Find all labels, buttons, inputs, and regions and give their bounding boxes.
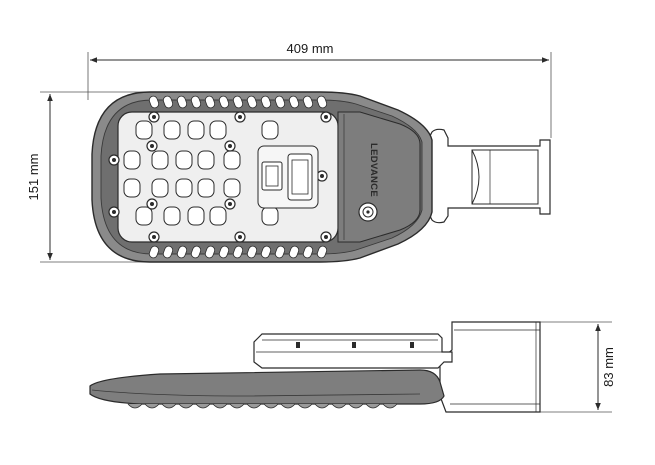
lens-bump: [348, 403, 364, 409]
lens-bump: [297, 403, 313, 409]
led-lens: [209, 120, 227, 140]
side-driver-housing: [253, 333, 453, 369]
screw-head: [152, 115, 156, 119]
fin-slot: [274, 95, 286, 109]
length-dimension-label: 409 mm: [287, 41, 334, 56]
top-view: 409 mm 151 mm LEDVANCE: [26, 41, 552, 263]
led-lens: [163, 120, 181, 140]
lens-bump: [314, 403, 330, 409]
fin-slot: [232, 95, 244, 109]
lens-bump: [144, 403, 160, 409]
lens-bump: [178, 403, 194, 409]
screw-head: [112, 210, 116, 214]
screw-head: [150, 202, 154, 206]
fin-slot: [246, 245, 258, 259]
fin-slot: [218, 245, 230, 259]
lens-bump: [331, 403, 347, 409]
rear-cover: [337, 111, 421, 243]
lens-bump: [382, 403, 398, 409]
fin-slot: [162, 95, 174, 109]
lens-bump: [127, 403, 143, 409]
led-lens: [187, 206, 205, 226]
led-lens: [223, 178, 241, 198]
screw-head: [320, 174, 324, 178]
fin-slot: [246, 95, 258, 109]
screw-head: [152, 235, 156, 239]
width-dimension-label: 151 mm: [26, 154, 41, 201]
led-lens: [197, 178, 215, 198]
led-lens: [261, 206, 279, 226]
lens-bump: [246, 403, 262, 409]
led-lens: [223, 150, 241, 170]
screw-head: [324, 115, 328, 119]
lens-bump: [365, 403, 381, 409]
fin-slot: [274, 245, 286, 259]
ledvance-logo-icon: [358, 202, 378, 222]
screw-head: [324, 235, 328, 239]
fin-slot: [218, 95, 230, 109]
lens-bump: [280, 403, 296, 409]
lens-bump: [161, 403, 177, 409]
screw-head: [228, 202, 232, 206]
fin-slot: [302, 95, 314, 109]
led-lens: [123, 178, 141, 198]
led-lens: [175, 150, 193, 170]
fin-slot: [204, 95, 216, 109]
led-lens: [151, 150, 169, 170]
fin-slot: [232, 245, 244, 259]
fin-slot: [316, 245, 328, 259]
fin-slot: [176, 95, 188, 109]
fin-slot: [148, 95, 160, 109]
fin-slot: [260, 95, 272, 109]
led-lens: [151, 178, 169, 198]
led-lens: [123, 150, 141, 170]
lens-bump: [212, 403, 228, 409]
fin-slot: [190, 245, 202, 259]
side-mounting-block: [439, 321, 541, 413]
fin-slot: [176, 245, 188, 259]
fin-slot: [204, 245, 216, 259]
cooling-fins: [148, 95, 328, 259]
fin-slot: [288, 245, 300, 259]
lens-bump: [195, 403, 211, 409]
lens-bump: [229, 403, 245, 409]
lens-bump: [263, 403, 279, 409]
led-lens: [175, 178, 193, 198]
led-lens: [197, 150, 215, 170]
side-view: 83 mm: [89, 321, 616, 413]
led-lens-array: [123, 120, 279, 226]
fin-slot: [260, 245, 272, 259]
side-lens-bumps: [127, 403, 398, 409]
led-lens: [187, 120, 205, 140]
brand-logo-text: LEDVANCE: [368, 143, 379, 197]
spigot-clamp: [471, 149, 539, 205]
led-lens: [135, 120, 153, 140]
fin-slot: [302, 245, 314, 259]
screw-head: [238, 115, 242, 119]
fin-slot: [190, 95, 202, 109]
fin-slot: [288, 95, 300, 109]
screw-head: [150, 144, 154, 148]
screw-head: [238, 235, 242, 239]
height-dimension-label: 83 mm: [601, 347, 616, 387]
fin-slot: [162, 245, 174, 259]
led-lens: [209, 206, 227, 226]
led-lens: [135, 206, 153, 226]
connector-socket: [261, 161, 283, 191]
screw-head: [112, 158, 116, 162]
led-lens: [163, 206, 181, 226]
pressure-valve: [287, 153, 313, 201]
fin-slot: [148, 245, 160, 259]
fin-slot: [316, 95, 328, 109]
led-lens: [261, 120, 279, 140]
screw-head: [228, 144, 232, 148]
side-housing-body: [89, 369, 445, 405]
